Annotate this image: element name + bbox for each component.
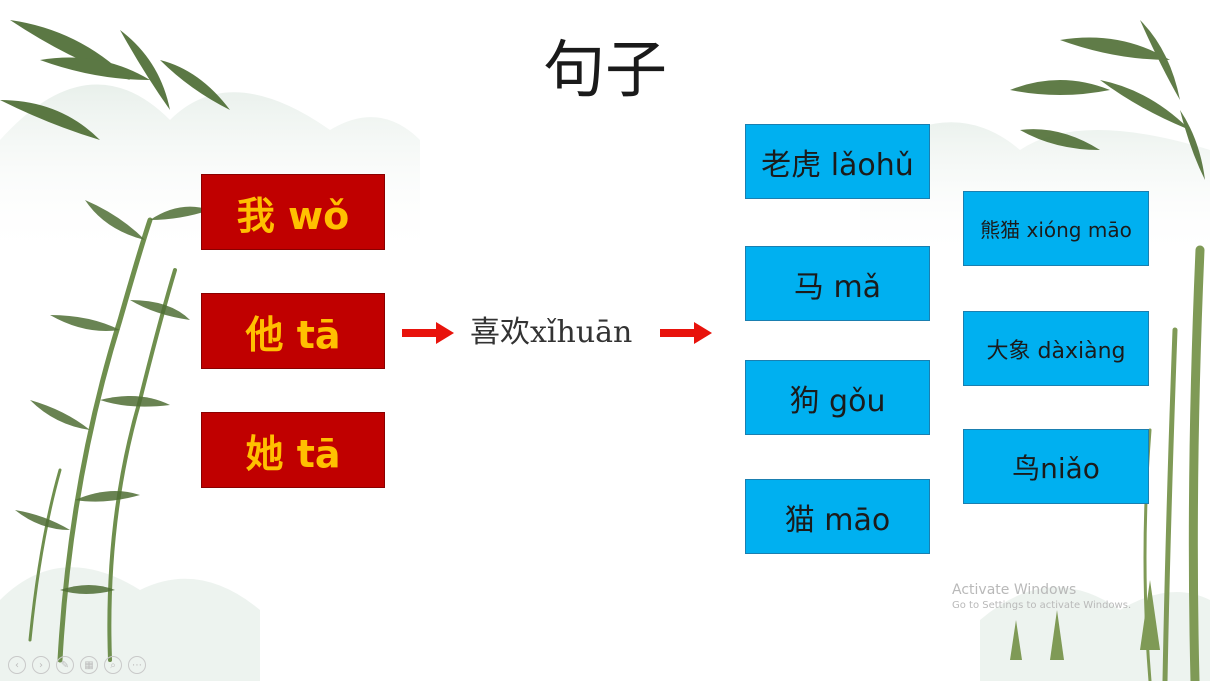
arrow-right-icon [660,322,712,344]
animal-card-laohu: 老虎 lǎohǔ [745,124,930,199]
animal-card-ma: 马 mǎ [745,246,930,321]
activate-windows-watermark: Activate Windows Go to Settings to activ… [952,582,1131,612]
grid-icon[interactable]: ▦ [80,656,98,674]
animal-card-gou: 狗 gǒu [745,360,930,435]
slide-title: 句子 [542,33,667,106]
animal-card-mao: 猫 māo [745,479,930,554]
pen-icon[interactable]: ✎ [56,656,74,674]
animal-card-niao: 鸟niǎo [963,429,1149,504]
next-icon[interactable]: › [32,656,50,674]
pronoun-card-ta-she: 她 tā [201,412,385,488]
arrow-right-icon [402,322,454,344]
pronoun-card-ta-he: 他 tā [201,293,385,369]
watermark-subtitle: Go to Settings to activate Windows. [952,599,1132,611]
animal-card-daxiang: 大象 dàxiàng [963,311,1149,386]
animal-card-xiongmao: 熊猫 xióng māo [963,191,1149,266]
verb-xihuan: 喜欢xǐhuān [470,315,633,350]
watermark-title: Activate Windows [952,582,1077,598]
zoom-icon[interactable]: ⌕ [104,656,122,674]
pronoun-card-wo: 我 wǒ [201,174,385,250]
prev-icon[interactable]: ‹ [8,656,26,674]
slideshow-controls: ‹ › ✎ ▦ ⌕ ⋯ [8,656,146,674]
more-icon[interactable]: ⋯ [128,656,146,674]
